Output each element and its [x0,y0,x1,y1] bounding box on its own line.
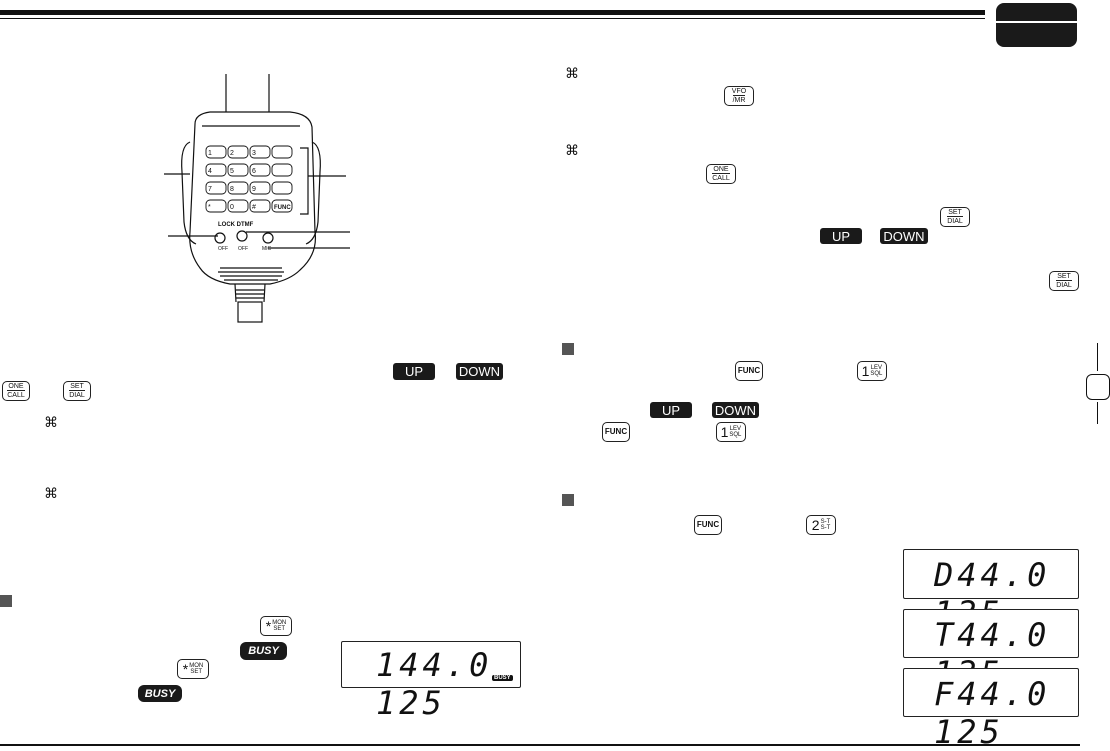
mic-key-4: 4 [208,168,212,175]
chapter-tab [996,3,1077,47]
mic-key-3: 3 [252,150,256,157]
up-button-left: UP [393,363,435,380]
microphone-illustration: 1 2 3 4 5 6 7 8 9 * 0 # FUNC LOCK DTMF O… [164,74,350,323]
func-key-2: FUNC [602,422,630,442]
bullet-icon: ⌘ [565,142,579,158]
busy-badge-2: BUSY [138,685,182,702]
lcd-f: F44.0 125 [903,668,1079,751]
down-button-left: DOWN [456,363,503,380]
chapter-tab-divider [996,21,1077,23]
section-square-icon [0,595,12,607]
mic-key-9: 9 [252,186,256,193]
func-key-3: FUNC [694,515,722,535]
mic-key-6: 6 [252,168,256,175]
side-marker-line-top [1097,343,1098,371]
set-dial-key-right-2: SET DIAL [1049,271,1079,291]
busy-badge-1: BUSY [240,642,287,660]
lcd-d: D44.0 125 [903,549,1079,632]
side-marker-line-bottom [1097,402,1098,424]
mic-key-star: * [208,204,211,211]
header-rule-thick [0,10,985,15]
up-button-right-1: UP [820,228,862,244]
bullet-icon: ⌘ [44,414,58,430]
mic-key-8: 8 [230,186,234,193]
footer-rule [0,744,1080,746]
mic-key-1: 1 [208,150,212,157]
vfo-mr-key: VFO /MR [724,86,754,106]
func-key-1: FUNC [735,361,763,381]
mic-key-2: 2 [230,150,234,157]
bullet-icon: ⌘ [565,65,579,81]
header-rule-thin [0,18,985,19]
section-square-icon [562,494,574,506]
mic-key-7: 7 [208,186,212,193]
mic-label: MIC [262,246,272,252]
lcd-f-text: F44.0 125 [934,675,1051,751]
mic-key-func: FUNC [274,205,291,211]
one-call-key-right: ONE CALL [706,164,736,184]
set-dial-key-left: SET DIAL [63,381,91,401]
lcd-t: T44.0 125 [903,609,1079,692]
mic-key-5: 5 [230,168,234,175]
up-button-right-2: UP [650,402,692,418]
set-dial-key-right-1: SET DIAL [940,207,970,227]
side-marker-box [1086,374,1110,400]
mic-key-0: 0 [230,204,234,211]
mic-lock-label: LOCK DTMF [218,222,254,228]
down-button-right-2: DOWN [712,402,759,418]
down-button-right-1: DOWN [880,228,928,244]
mic-off-1: OFF [218,246,228,252]
mic-key-hash: # [252,204,256,211]
lcd-main-text: 144.0 125 [376,646,493,722]
section-square-icon [562,343,574,355]
lcd-main: 144.0 125 BUSY [341,641,521,722]
lcd-busy-indicator: BUSY [492,675,513,681]
mic-off-2: OFF [238,246,248,252]
one-call-key-left: ONE CALL [2,381,30,401]
bullet-icon: ⌘ [44,485,58,501]
